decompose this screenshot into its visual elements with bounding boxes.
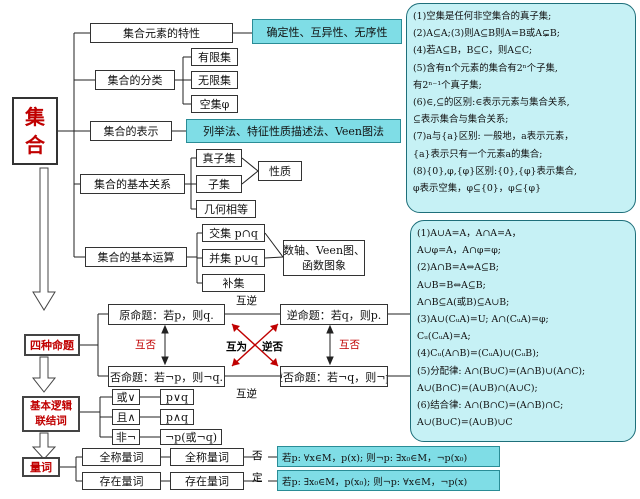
operation-intersection: 交集 p∩q	[202, 224, 265, 242]
panel-top-line: {a}表示只有一个元素a的集合;	[413, 148, 543, 160]
operation-note-line-1: 数轴、Veen图、	[283, 244, 365, 257]
mutual-contrapositive-label: 互为	[226, 341, 247, 353]
set-representation-detail-box: 列举法、特征性质描述法、Veen图法	[186, 119, 401, 143]
relation-property-box: 性质	[258, 161, 302, 181]
connective-or: 或∨	[112, 389, 140, 405]
panel-top-line: (2)A⊆A;(3)则A⊆B则A=B或A⊊B;	[413, 28, 560, 40]
set-relations-box: 集合的基本关系	[80, 174, 185, 194]
original-proposition-box: 原命题：若p，则q.	[108, 304, 225, 325]
mutual-converse-label-top: 互逆	[236, 295, 257, 307]
relation-item-equal: 几何相等	[196, 200, 256, 218]
panel-bottom-line: A∪B=B⇔A⊆B;	[417, 279, 486, 291]
panel-bottom-line: (3)A∪(CᵤA)=U; A∩(CᵤA)=φ;	[417, 314, 549, 326]
panel-bottom-line: (1)A∪A=A，A∩A=A，	[417, 228, 522, 239]
existential-quantifier-box-2: 存在量词	[170, 472, 244, 490]
mutual-negation-label-left: 互否	[135, 339, 156, 351]
operation-note-box: 数轴、Veen图、 函数图象	[283, 240, 365, 276]
set-relation-properties-panel: (1)空集是任何非空集合的真子集; (2)A⊆A;(3)则A⊆B则A=B或A⊊B…	[406, 3, 636, 213]
panel-top-line: 有2ⁿ⁻¹个真子集;	[413, 79, 482, 91]
main-title-char-2: 合	[25, 133, 45, 157]
operation-union: 并集 p∪q	[202, 249, 265, 267]
connective-not-result: ¬p(或¬q)	[160, 429, 222, 445]
existential-negation-box: 若p: ∃x₀∈M，p(x₀); 则¬p: ∀x∈M，¬p(x)	[277, 470, 500, 491]
panel-top-line: φ表示空集，φ⊆{0}，φ⊆{φ}	[413, 183, 542, 195]
contrapositive-proposition-box: 逆否命题：若¬q，则¬p.	[280, 366, 388, 387]
negation-label-char-1: 否	[252, 450, 263, 462]
logical-connectives-box: 基本逻辑 联结词	[22, 396, 80, 432]
set-traits-box: 集合元素的特性	[90, 23, 233, 43]
panel-top-line: ⊆表示集合与集合关系;	[413, 114, 509, 126]
negation-label-char-2: 定	[252, 472, 263, 484]
quantifiers-box: 量词	[22, 457, 60, 477]
panel-bottom-line: A∪(B∩C)=(A∪B)∩(A∪C);	[417, 382, 538, 394]
panel-bottom-line: (2)A∩B=A⇔A⊆B;	[417, 262, 499, 274]
connective-or-result: p∨q	[160, 389, 194, 405]
main-title-sets: 集 合	[12, 97, 58, 165]
mutual-negation-label-right: 互否	[339, 339, 360, 351]
panel-top-line: (8){0},φ,{φ}区别:{0},{φ}表示集合,	[413, 165, 577, 177]
panel-bottom-line: (6)结合律: A∩(B∩C)=(A∩B)∩C;	[417, 400, 564, 412]
converse-proposition-box: 逆命题：若q，则p.	[280, 304, 388, 325]
universal-negation-box: 若p: ∀x∈M，p(x); 则¬p: ∃x₀∈M，¬p(x₀)	[277, 446, 500, 467]
set-representation-box: 集合的表示	[90, 121, 172, 141]
panel-bottom-line: A∩B⊆A(或B)⊆A∪B;	[417, 296, 510, 308]
panel-bottom-line: Cᵤ(CᵤA)=A;	[417, 331, 471, 343]
set-operations-box: 集合的基本运算	[85, 247, 187, 267]
connectives-title-line-1: 基本逻辑	[30, 400, 72, 412]
class-item-infinite: 无限集	[191, 71, 238, 89]
existential-quantifier-box: 存在量词	[82, 472, 161, 490]
panel-top-line: (5)含有n个元素的集合有2ⁿ个子集,	[413, 62, 558, 74]
contrapositive-label: 逆否	[262, 341, 283, 353]
set-classes-box: 集合的分类	[95, 70, 175, 90]
set-traits-detail-box: 确定性、互异性、无序性	[252, 19, 402, 44]
panel-top-line: (4)若A⊆B，B⊆C，则A⊆C;	[413, 45, 533, 57]
connective-not: 非¬	[112, 429, 140, 445]
inverse-proposition-box: 否命题：若¬p，则¬q.	[108, 366, 225, 387]
universal-quantifier-box: 全称量词	[82, 448, 161, 466]
four-propositions-box: 四种命题	[24, 334, 80, 356]
relation-item-proper-subset: 真子集	[196, 149, 242, 167]
panel-bottom-line: A∪φ=A，A∩φ=φ;	[417, 245, 501, 257]
operation-note-line-2: 函数图象	[302, 259, 346, 272]
set-operation-properties-panel: (1)A∪A=A，A∩A=A， A∪φ=A，A∩φ=φ; (2)A∩B=A⇔A⊆…	[410, 220, 636, 442]
connective-and: 且∧	[112, 409, 140, 425]
panel-bottom-line: (4)Cᵤ(A∩B)=(CᵤA)∪(CᵤB);	[417, 348, 540, 360]
class-item-finite: 有限集	[191, 48, 238, 66]
main-title-char-1: 集	[25, 105, 45, 129]
connective-and-result: p∧q	[160, 409, 194, 425]
mutual-converse-label-bottom: 互逆	[236, 388, 257, 400]
panel-top-line: (6)∈,⊆的区别:∈表示元素与集合关系,	[413, 97, 570, 109]
relation-item-subset: 子集	[196, 175, 242, 193]
universal-quantifier-box-2: 全称量词	[170, 448, 244, 466]
operation-complement: 补集	[202, 274, 265, 292]
panel-bottom-line: (5)分配律: A∩(B∪C)=(A∩B)∪(A∩C);	[417, 365, 586, 377]
class-item-empty: 空集φ	[191, 95, 238, 113]
panel-top-line: (1)空集是任何非空集合的真子集;	[413, 11, 552, 22]
connectives-title-line-2: 联结词	[35, 415, 67, 427]
panel-bottom-line: A∪(B∪C)=(A∪B)∪C	[417, 417, 513, 429]
panel-top-line: (7)a与{a}区别: 一般地，a表示元素，	[413, 131, 574, 143]
